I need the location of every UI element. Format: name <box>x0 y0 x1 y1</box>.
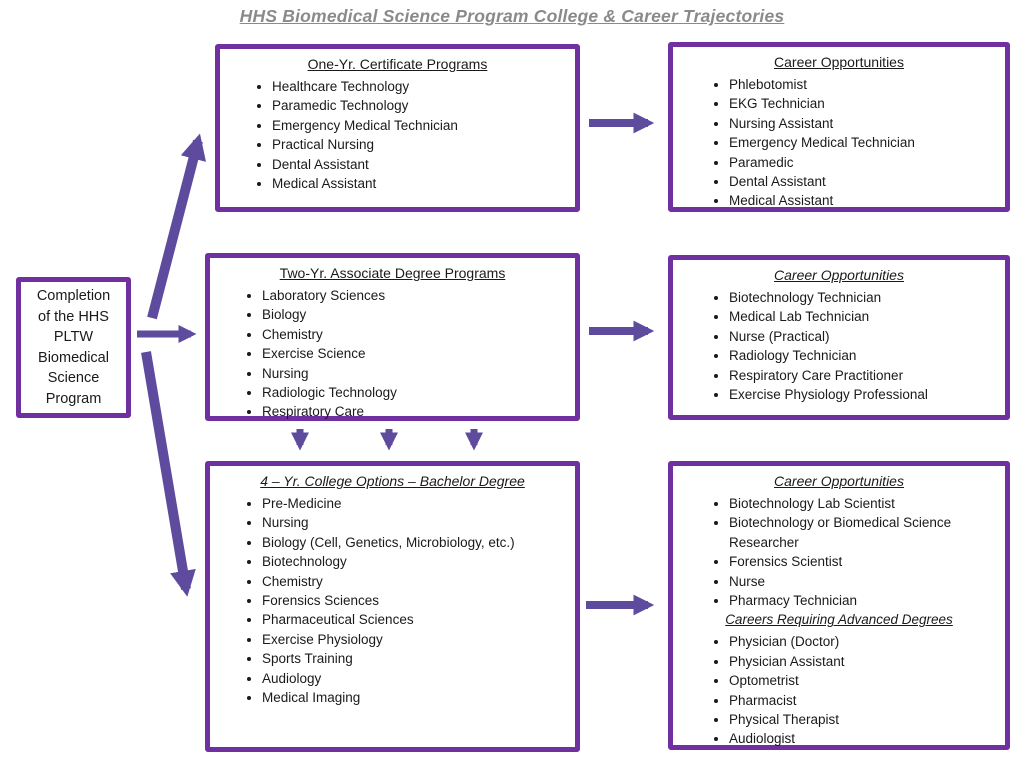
list-item: Nurse <box>729 572 997 591</box>
list-item: Audiology <box>262 669 567 688</box>
list-item: Emergency Medical Technician <box>729 133 997 152</box>
list-item: Nursing Assistant <box>729 114 997 133</box>
list-item: Respiratory Care <box>262 402 567 421</box>
list-item: EKG Technician <box>729 94 997 113</box>
list-item: Forensics Sciences <box>262 591 567 610</box>
list-item: Phlebotomist <box>729 75 997 94</box>
list-item: Pharmacist <box>729 691 997 710</box>
list-item: Paramedic Technology <box>272 96 567 115</box>
list-item: Radiology Technician <box>729 346 997 365</box>
arrow-down-to-bachelor-icon <box>141 351 196 597</box>
list-item: Sports Training <box>262 649 567 668</box>
list-item: Respiratory Care Practitioner <box>729 366 997 385</box>
bullet-list: Physician (Doctor)Physician AssistantOpt… <box>673 632 1005 748</box>
list-item: Pharmaceutical Sciences <box>262 610 567 629</box>
list-item: Exercise Science <box>262 344 567 363</box>
list-item: Practical Nursing <box>272 135 567 154</box>
list-item: Biotechnology <box>262 552 567 571</box>
box-bachelor-careers: Career Opportunities Biotechnology Lab S… <box>668 461 1010 750</box>
list-item: Paramedic <box>729 153 997 172</box>
list-item: Medical Assistant <box>272 174 567 193</box>
box-header: Career Opportunities <box>774 473 904 489</box>
source-line: Biomedical <box>38 349 109 366</box>
source-box-text: Completion of the HHS PLTW Biomedical Sc… <box>37 286 110 409</box>
box-header: Career Opportunities <box>774 54 904 70</box>
box-certificate-programs: One-Yr. Certificate Programs Healthcare … <box>215 44 580 212</box>
list-item: Physician (Doctor) <box>729 632 997 651</box>
list-item: Biology <box>262 305 567 324</box>
list-item: Medical Imaging <box>262 688 567 707</box>
list-item: Physical Therapist <box>729 710 997 729</box>
list-item: Exercise Physiology Professional <box>729 385 997 404</box>
list-item: Nurse (Practical) <box>729 327 997 346</box>
box-header: Two-Yr. Associate Degree Programs <box>279 265 506 281</box>
list-item: Forensics Scientist <box>729 552 997 571</box>
page-title: HHS Biomedical Science Program College &… <box>239 6 785 26</box>
box-certificate-careers: Career Opportunities PhlebotomistEKG Tec… <box>668 42 1010 212</box>
list-item: Dental Assistant <box>272 155 567 174</box>
source-line: Program <box>45 390 102 407</box>
box-header: 4 – Yr. College Options – Bachelor Degre… <box>260 473 525 489</box>
list-item: Biology (Cell, Genetics, Microbiology, e… <box>262 533 567 552</box>
box-associate-programs: Two-Yr. Associate Degree Programs Labora… <box>205 253 580 421</box>
source-line: Completion <box>36 288 111 304</box>
list-item: Chemistry <box>262 572 567 591</box>
list-item: Chemistry <box>262 325 567 344</box>
list-item: Radiologic Technology <box>262 383 567 402</box>
source-line: of the HHS <box>38 308 109 325</box>
list-item: Medical Lab Technician <box>729 307 997 326</box>
list-item: Healthcare Technology <box>272 77 567 96</box>
source-line: PLTW <box>53 329 94 345</box>
source-line: Science <box>47 370 100 386</box>
list-item: Biotechnology Lab Scientist <box>729 494 997 513</box>
list-item: Audiologist <box>729 729 997 748</box>
box-associate-careers: Career Opportunities Biotechnology Techn… <box>668 255 1010 420</box>
box-header: Career Opportunities <box>774 267 904 283</box>
list-item: Pre-Medicine <box>262 494 567 513</box>
bullet-list: Laboratory SciencesBiologyChemistryExerc… <box>210 286 575 422</box>
list-item: Nursing <box>262 513 567 532</box>
list-item: Physician Assistant <box>729 652 997 671</box>
list-item: Pharmacy Technician <box>729 591 997 610</box>
list-item: Optometrist <box>729 671 997 690</box>
box-bachelor-programs: 4 – Yr. College Options – Bachelor Degre… <box>205 461 580 752</box>
bullet-list: Biotechnology Lab ScientistBiotechnology… <box>673 494 1005 610</box>
bullet-list: Biotechnology TechnicianMedical Lab Tech… <box>673 288 1005 404</box>
list-item: Nursing <box>262 364 567 383</box>
bullet-list: Healthcare TechnologyParamedic Technolog… <box>220 77 575 193</box>
advanced-degrees-subheader: Careers Requiring Advanced Degrees <box>725 612 953 628</box>
bullet-list: PhlebotomistEKG TechnicianNursing Assist… <box>673 75 1005 211</box>
source-box: Completion of the HHS PLTW Biomedical Sc… <box>16 277 131 418</box>
list-item: Laboratory Sciences <box>262 286 567 305</box>
list-item: Medical Assistant <box>729 191 997 210</box>
list-item: Exercise Physiology <box>262 630 567 649</box>
list-item: Biotechnology Technician <box>729 288 997 307</box>
arrow-up-to-certificate-icon <box>147 133 207 320</box>
bullet-list: Pre-MedicineNursingBiology (Cell, Geneti… <box>210 494 575 707</box>
list-item: Emergency Medical Technician <box>272 116 567 135</box>
list-item: Dental Assistant <box>729 172 997 191</box>
box-header: One-Yr. Certificate Programs <box>307 56 488 72</box>
list-item: Biotechnology or Biomedical Science Rese… <box>729 513 997 552</box>
